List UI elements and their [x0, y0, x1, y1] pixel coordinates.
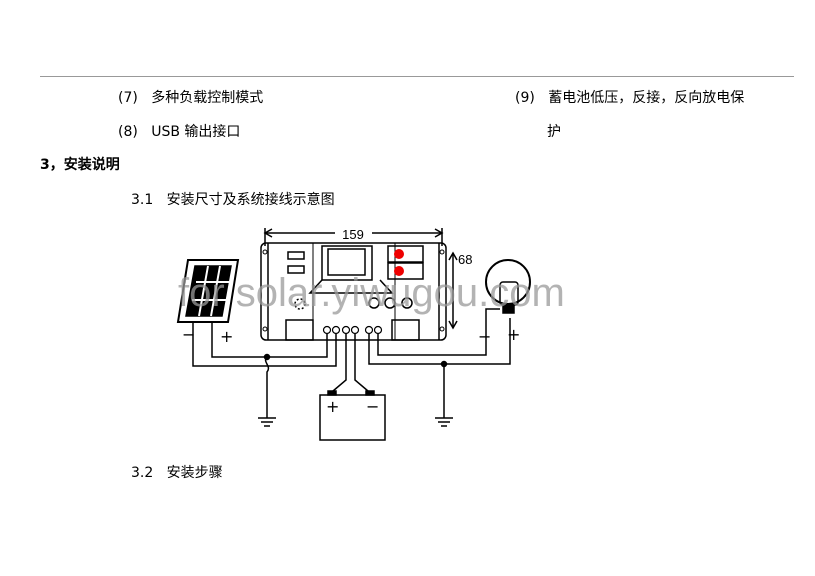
header-rule	[40, 76, 794, 77]
solar-minus: −	[182, 325, 195, 344]
battery-plus: +	[326, 397, 339, 416]
subsection-3-1: 3.1 安装尺寸及系统接线示意图	[131, 192, 335, 208]
subsection-3-2: 3.2 安装步骤	[131, 465, 223, 481]
feature-7: (7) 多种负载控制模式	[118, 90, 264, 106]
ground-left-icon	[258, 417, 276, 427]
solar-plus: +	[220, 327, 233, 346]
wires	[192, 308, 511, 418]
feature-9: (9) 蓄电池低压，反接，反向放电保	[515, 90, 745, 106]
feature-9-cont: 护	[547, 124, 561, 140]
battery	[319, 390, 386, 441]
svg-text:159: 159	[342, 227, 364, 242]
load-minus: −	[478, 327, 491, 346]
height-dimension: 68	[448, 251, 472, 330]
svg-text:68: 68	[458, 252, 472, 267]
ground-right-icon	[435, 417, 453, 427]
load-plus: +	[507, 325, 520, 344]
bulb	[485, 259, 531, 314]
feature-8: (8) USB 输出接口	[118, 124, 241, 140]
battery-minus: −	[366, 397, 379, 416]
watermark: for solar.yiwugou.com	[178, 271, 565, 315]
width-dimension: 159	[263, 227, 444, 246]
controller	[260, 242, 447, 341]
solar-panel	[176, 259, 240, 323]
section-heading: 3，安装说明	[40, 157, 120, 173]
